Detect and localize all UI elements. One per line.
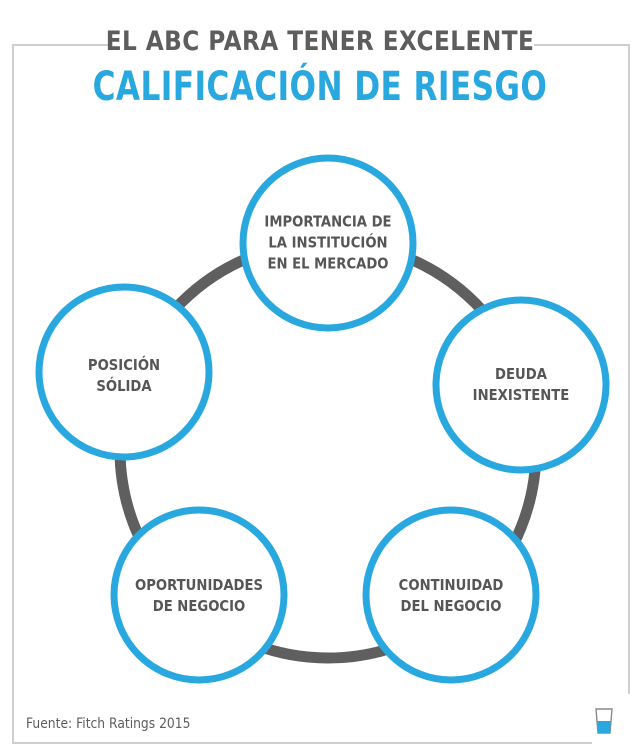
node-circle-importancia (239, 154, 417, 332)
node-label-oportunidades: OPORTUNIDADES DE NEGOCIO (134, 576, 264, 615)
node-label-posicion: POSICIÓN SÓLIDA (87, 356, 161, 395)
node-circle-posicion (35, 283, 213, 461)
title-line-2: CALIFICACIÓN DE RIESGO (92, 64, 548, 110)
node-label-continuidad: CONTINUIDAD DEL NEGOCIO (398, 576, 504, 615)
frame-right-line (628, 44, 630, 694)
node-circle-deuda (432, 296, 610, 474)
node-circle-continuidad (362, 506, 540, 684)
title-line-1: EL ABC PARA TENER EXCELENTE (105, 26, 535, 57)
source-note: Fuente: Fitch Ratings 2015 (26, 716, 191, 732)
node-circle-oportunidades (110, 506, 288, 684)
glass-logo-icon (595, 708, 613, 734)
frame-top-right-line (534, 44, 630, 46)
node-label-importancia: IMPORTANCIA DE LA INSTITUCIÓN EN EL MERC… (264, 212, 392, 273)
frame-left-line (12, 44, 14, 744)
frame-bottom-line (12, 742, 592, 744)
node-label-deuda: DEUDA INEXISTENTE (472, 365, 570, 404)
frame-top-left-line (12, 44, 112, 46)
